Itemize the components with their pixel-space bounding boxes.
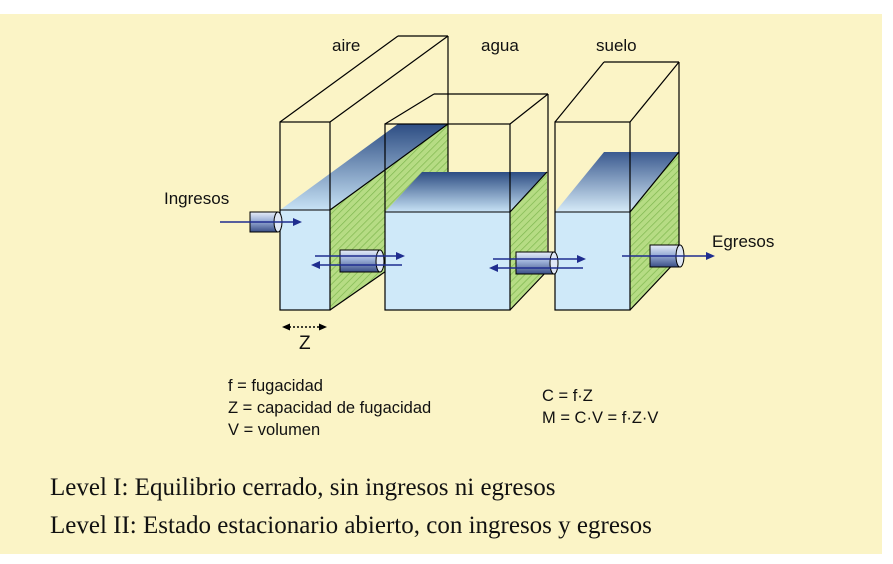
- level-one-description: Level I: Equilibrio cerrado, sin ingreso…: [50, 474, 556, 501]
- outflow-pipe: [622, 244, 715, 268]
- z-dimension-arrow: [282, 323, 327, 331]
- air-front-face: [279, 209, 331, 311]
- inflow-pipe: [220, 211, 302, 233]
- soil-label: suelo: [596, 36, 637, 55]
- water-soil-exchange-pipe: [489, 251, 586, 275]
- soil-front-face: [554, 211, 631, 311]
- air-label: aire: [332, 36, 361, 55]
- air-water-exchange-pipe: [311, 249, 405, 273]
- definition-fugacity-capacity: Z = capacidad de fugacidad: [228, 399, 432, 417]
- definition-volume: V = volumen: [228, 421, 321, 439]
- level-two-description: Level II: Estado estacionario abierto, c…: [50, 512, 652, 539]
- outflow-label: Egresos: [712, 232, 775, 251]
- z-dimension-label: Z: [299, 333, 311, 354]
- air-top-face: [280, 124, 448, 210]
- air-box-outline: [279, 35, 449, 311]
- soil-compartment: [554, 61, 680, 311]
- equation-mass: M = C·V = f·Z·V: [542, 409, 659, 427]
- water-front-face: [384, 211, 511, 311]
- water-compartment: [384, 93, 549, 311]
- definition-fugacity: f = fugacidad: [228, 377, 323, 395]
- water-label: agua: [481, 36, 519, 55]
- legend-definitions: f = fugacidad Z = capacidad de fugacidad…: [228, 375, 431, 441]
- water-top-face: [385, 172, 547, 212]
- equation-concentration: C = f·Z: [542, 387, 593, 405]
- inflow-label: Ingresos: [164, 189, 230, 208]
- water-box-outline: [384, 93, 549, 311]
- water-side-face: [510, 172, 547, 310]
- soil-top-face: [555, 152, 679, 212]
- legend-equations: C = f·Z M = C·V = f·Z·V: [542, 385, 658, 429]
